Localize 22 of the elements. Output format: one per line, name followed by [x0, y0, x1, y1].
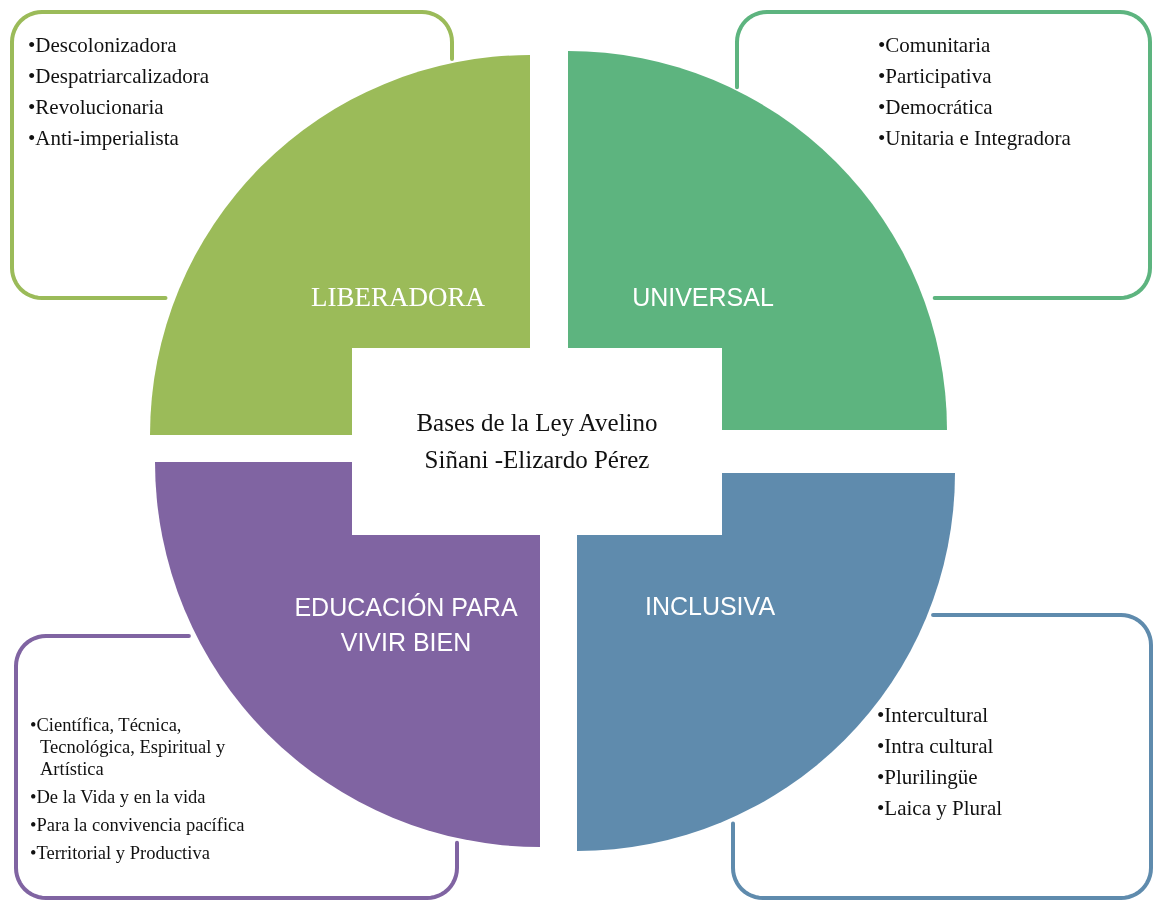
list-item: •Participativa: [878, 63, 993, 90]
list-item: •Para la convivencia pacífica: [30, 814, 246, 836]
segment-label: UNIVERSAL: [632, 281, 774, 313]
list-item: •Despatriarcalizadora: [28, 63, 211, 90]
segment-label: EDUCACIÓN PARA VIVIR BIEN: [293, 592, 519, 658]
list-item: •Laica y Plural: [877, 795, 1004, 822]
center-box: [352, 348, 722, 535]
list-item: •Plurilingüe: [877, 764, 979, 791]
list-item: •Unitaria e Integradora: [878, 125, 1072, 152]
center-title: Bases de la Ley Avelino Siñani -Elizardo Pérez: [415, 408, 659, 475]
list-item: •Descolonizadora: [28, 32, 178, 59]
list-item: •De la Vida y en la vida: [30, 786, 207, 808]
list-item: •Intra cultural: [877, 733, 995, 760]
list-item: •Territorial y Productiva: [30, 842, 211, 864]
list-item: •Intercultural: [877, 702, 990, 729]
list-item: •Científica, Técnica, Tecnológica, Espiritual y Artística: [30, 714, 227, 780]
list-item: •Democrática: [878, 94, 994, 121]
segment-label: LIBERADORA: [311, 281, 485, 315]
list-item: •Comunitaria: [878, 32, 992, 59]
list-item: •Anti-imperialista: [28, 125, 180, 152]
list-item: •Revolucionaria: [28, 94, 165, 121]
segment-label: INCLUSIVA: [644, 590, 776, 622]
